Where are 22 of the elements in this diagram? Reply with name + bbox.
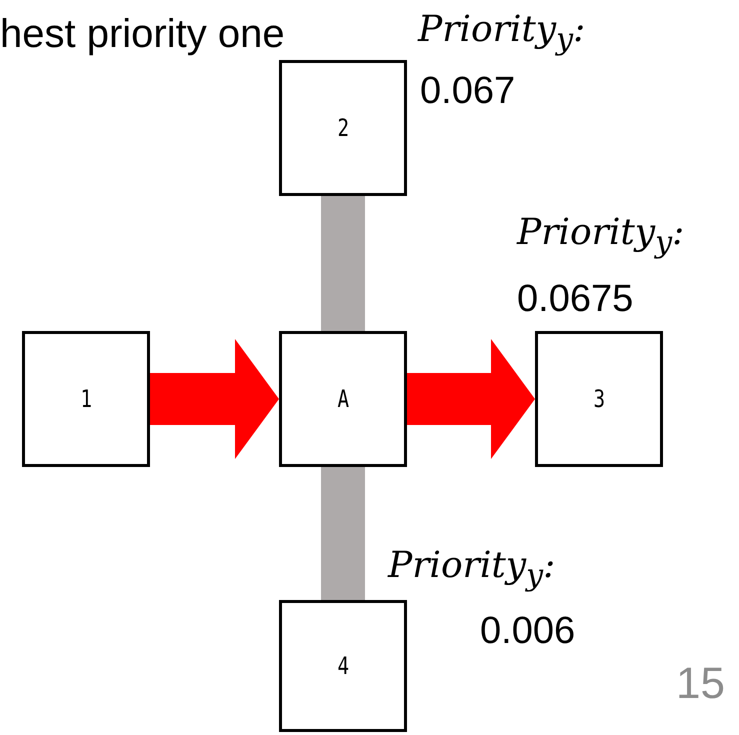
node-box: [279, 60, 407, 196]
node-label: A: [337, 385, 349, 413]
node-label: 4: [337, 652, 349, 680]
priority-label: Priority$_{y}$:: [517, 215, 684, 258]
heading-text: hest priority one: [0, 14, 285, 54]
priority-label: Priority$_{y}$:: [388, 548, 556, 592]
block-arrow: [150, 339, 279, 459]
node-box: [279, 600, 407, 732]
node-box: [279, 331, 407, 467]
priority-value: 0.067: [420, 72, 516, 110]
connector-bar: [321, 196, 365, 331]
page-number: 15: [676, 662, 725, 706]
priority-label: Priority$_{y}$:: [418, 12, 586, 56]
node-label: 1: [80, 385, 92, 413]
block-arrow: [407, 339, 535, 459]
node-label: 2: [337, 114, 349, 142]
priority-value: 0.0675: [517, 280, 634, 318]
node-box: [22, 331, 150, 467]
node-box: [535, 331, 663, 467]
node-label: 3: [593, 385, 605, 413]
connector-bar: [321, 467, 365, 600]
priority-value: 0.006: [480, 612, 576, 650]
